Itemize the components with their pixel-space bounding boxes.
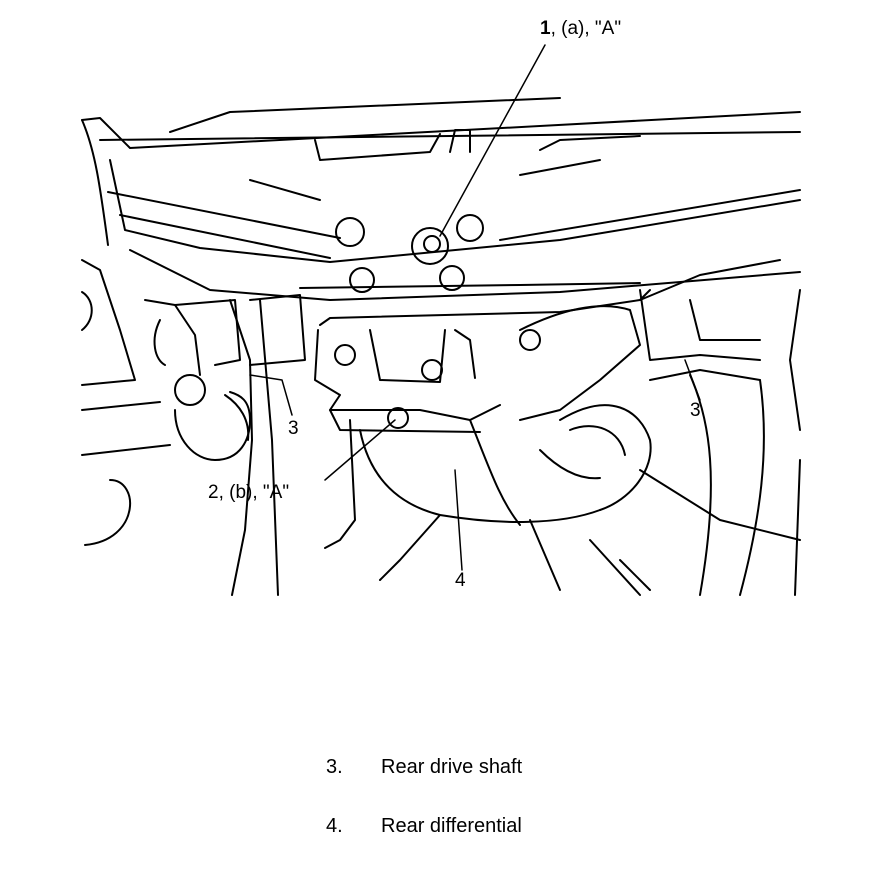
legend-row: 3. Rear drive shaft <box>326 752 522 782</box>
legend-number: 4. <box>326 814 343 837</box>
callout-3-left-label: 3 <box>288 418 299 439</box>
legend-number: 3. <box>326 755 343 778</box>
callout-1-detail: , (a), "A" <box>550 18 622 39</box>
rear-drive-shafts <box>229 289 801 596</box>
callout-leader-lines <box>249 44 701 571</box>
callout-3-right-label: 3 <box>690 400 701 421</box>
left-mount-assembly <box>81 259 306 546</box>
legend-text: Rear differential <box>381 814 522 837</box>
callout-2-label: 2, (b), "A" <box>208 482 290 503</box>
parts-legend: 3. Rear drive shaft 4. Rear differential <box>326 752 522 870</box>
callout-1-label: 1, (a), "A" <box>540 18 621 40</box>
legend-text: Rear drive shaft <box>381 755 523 778</box>
frame-crossmember <box>81 97 801 301</box>
legend-row: 4. Rear differential <box>326 811 522 841</box>
callout-4-label: 4 <box>455 570 466 591</box>
frame-bolts <box>335 214 484 293</box>
callout-1-number: 1 <box>540 18 551 39</box>
